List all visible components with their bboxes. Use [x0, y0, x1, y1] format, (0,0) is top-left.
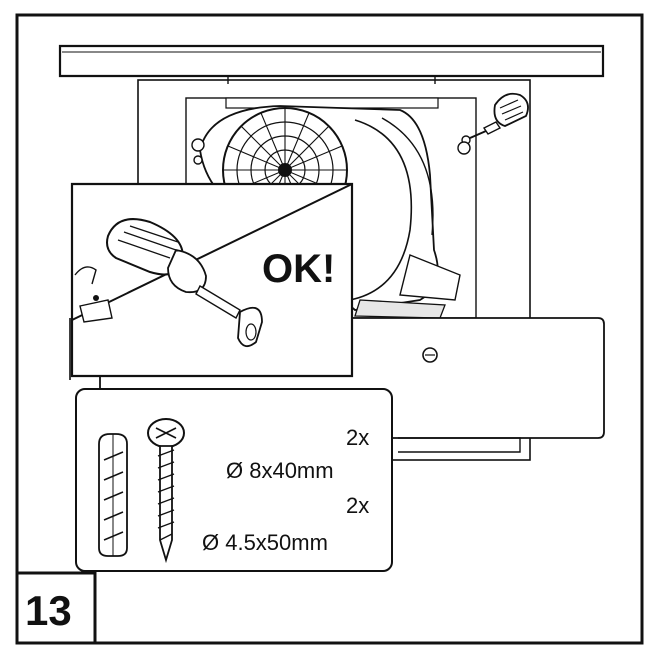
hardware-callout: 2x Ø 8x40mm 2x Ø 4.5x50mm: [75, 388, 393, 572]
screw-quantity: 2x: [346, 493, 369, 518]
screw-icon: [147, 418, 185, 564]
plug-spec: Ø 8x40mm: [226, 458, 334, 483]
wall-plug-icon: [98, 433, 128, 557]
step-number: 13: [25, 587, 72, 634]
screwdriver-icon: [457, 92, 529, 155]
ok-label: OK!: [262, 247, 335, 291]
detail-screwdriver-icon: [106, 218, 263, 348]
detail-callout: OK!: [70, 182, 354, 378]
step-number-box: 13: [15, 571, 97, 645]
screw-spec: Ø 4.5x50mm: [202, 530, 328, 555]
plug-quantity: 2x: [346, 425, 369, 450]
cabinet-top-shelf: [58, 44, 605, 109]
